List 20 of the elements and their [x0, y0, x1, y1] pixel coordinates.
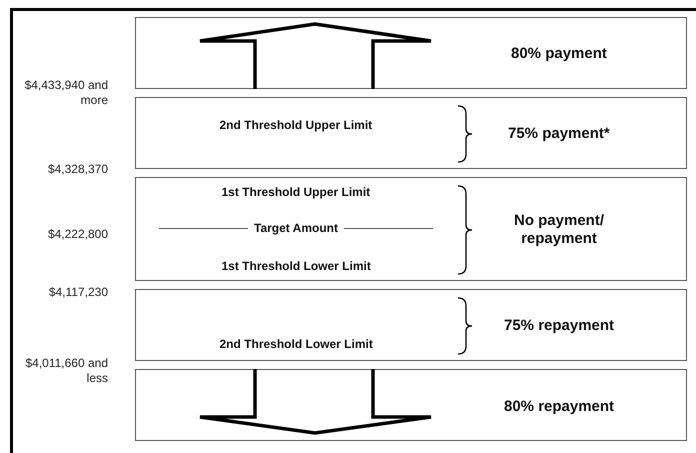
payment-label: 80% repayment	[504, 398, 614, 416]
payment-label: 75% repayment	[504, 317, 614, 335]
target-label: Target Amount	[254, 220, 338, 236]
threshold-label: 2nd Threshold Upper Limit	[220, 118, 372, 132]
amount-label: $4,328,370	[46, 162, 108, 177]
tier-band	[135, 17, 687, 89]
amount-label: $4,011,660 and less	[24, 356, 108, 386]
amount-label: $4,222,800	[46, 227, 108, 242]
payment-label: 75% payment*	[508, 125, 610, 143]
threshold-label: 1st Threshold Upper Limit	[222, 184, 370, 200]
threshold-label: 2nd Threshold Lower Limit	[220, 336, 373, 352]
tier-band	[135, 289, 687, 361]
tier-band	[135, 177, 687, 281]
payment-label: No payment/ repayment	[512, 212, 605, 248]
tier-band	[135, 97, 687, 169]
amount-label: $4,433,940 and more	[24, 78, 108, 108]
amount-label: $4,117,230	[48, 285, 108, 300]
threshold-label: 1st Threshold Lower Limit	[222, 258, 371, 274]
tier-band	[135, 369, 687, 441]
payment-label: 80% payment	[511, 45, 607, 63]
